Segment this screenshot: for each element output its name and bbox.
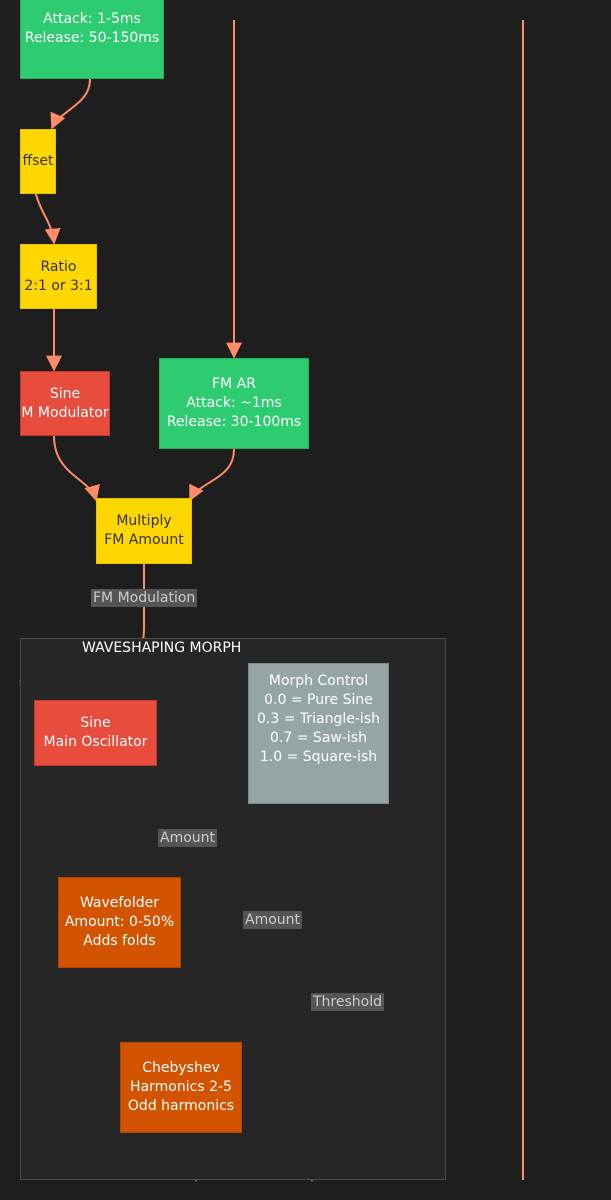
subgraph-title: WAVESHAPING MORPH — [82, 640, 242, 656]
multiply-title: Multiply — [116, 513, 172, 529]
edge-label-amount-1: Amount — [158, 829, 218, 847]
wavefolder-node[interactable]: Wavefolder Amount: 0-50% Adds folds — [58, 877, 181, 968]
wavefolder-desc: Adds folds — [83, 933, 156, 949]
fm-ar-attack: Attack: ~1ms — [186, 395, 282, 411]
carrier-ar-attack: Attack: 1-5ms — [43, 11, 141, 27]
offset-node[interactable]: ffset — [20, 129, 56, 194]
carrier-ar-release: Release: 50-150ms — [24, 30, 160, 46]
main-osc-title: Main Oscillator — [43, 734, 148, 750]
ratio-title: Ratio — [40, 258, 77, 275]
wavefolder-title: Wavefolder — [79, 895, 160, 911]
chebyshev-node[interactable]: Chebyshev Harmonics 2-5 Odd harmonics — [120, 1042, 242, 1133]
carrier-ar-node[interactable]: Attack: 1-5ms Release: 50-150ms — [20, 0, 164, 79]
ratio-value: 2:1 or 3:1 — [24, 277, 93, 294]
edge-fm-modulator-to-multiply — [53, 435, 100, 502]
fm-ar-title: FM AR — [212, 376, 256, 392]
edge-fm-ar-to-multiply — [189, 448, 235, 502]
edge-label-threshold: Threshold — [311, 993, 384, 1011]
morph-control-node[interactable]: Morph Control 0.0 = Pure Sine 0.3 = Tria… — [248, 663, 389, 804]
chebyshev-title: Chebyshev — [142, 1060, 220, 1076]
offset-label: ffset — [22, 153, 54, 169]
edge-label-amount-2: Amount — [243, 911, 303, 929]
edge-label-fm-modulation: FM Modulation — [91, 589, 198, 607]
wavefolder-amount: Amount: 0-50% — [64, 914, 175, 930]
morph-control-line-2: 0.3 = Triangle-ish — [257, 711, 380, 727]
main-osc-wave: Sine — [80, 715, 111, 731]
fm-ar-release: Release: 30-100ms — [166, 414, 302, 430]
edge-offset-to-ratio — [35, 193, 61, 245]
multiply-node[interactable]: Multiply FM Amount — [96, 498, 192, 564]
morph-control-title: Morph Control — [268, 673, 369, 689]
morph-control-line-1: 0.0 = Pure Sine — [264, 692, 373, 708]
fm-modulator-node[interactable]: Sine M Modulator — [20, 371, 110, 436]
fm-ar-node[interactable]: FM AR Attack: ~1ms Release: 30-100ms — [159, 358, 309, 449]
multiply-subtitle: FM Amount — [104, 532, 184, 548]
morph-control-line-3: 0.7 = Saw-ish — [270, 730, 367, 746]
fm-modulator-title: M Modulator — [21, 404, 109, 421]
edge-carrier-ar-to-offset — [50, 78, 91, 130]
chebyshev-desc: Odd harmonics — [127, 1098, 235, 1114]
main-oscillator-node[interactable]: Sine Main Oscillator — [34, 700, 157, 766]
fm-modulator-wave: Sine — [49, 385, 81, 402]
morph-control-line-4: 1.0 = Square-ish — [259, 749, 378, 765]
ratio-node[interactable]: Ratio 2:1 or 3:1 — [20, 244, 97, 309]
chebyshev-harmonics: Harmonics 2-5 — [130, 1079, 232, 1095]
